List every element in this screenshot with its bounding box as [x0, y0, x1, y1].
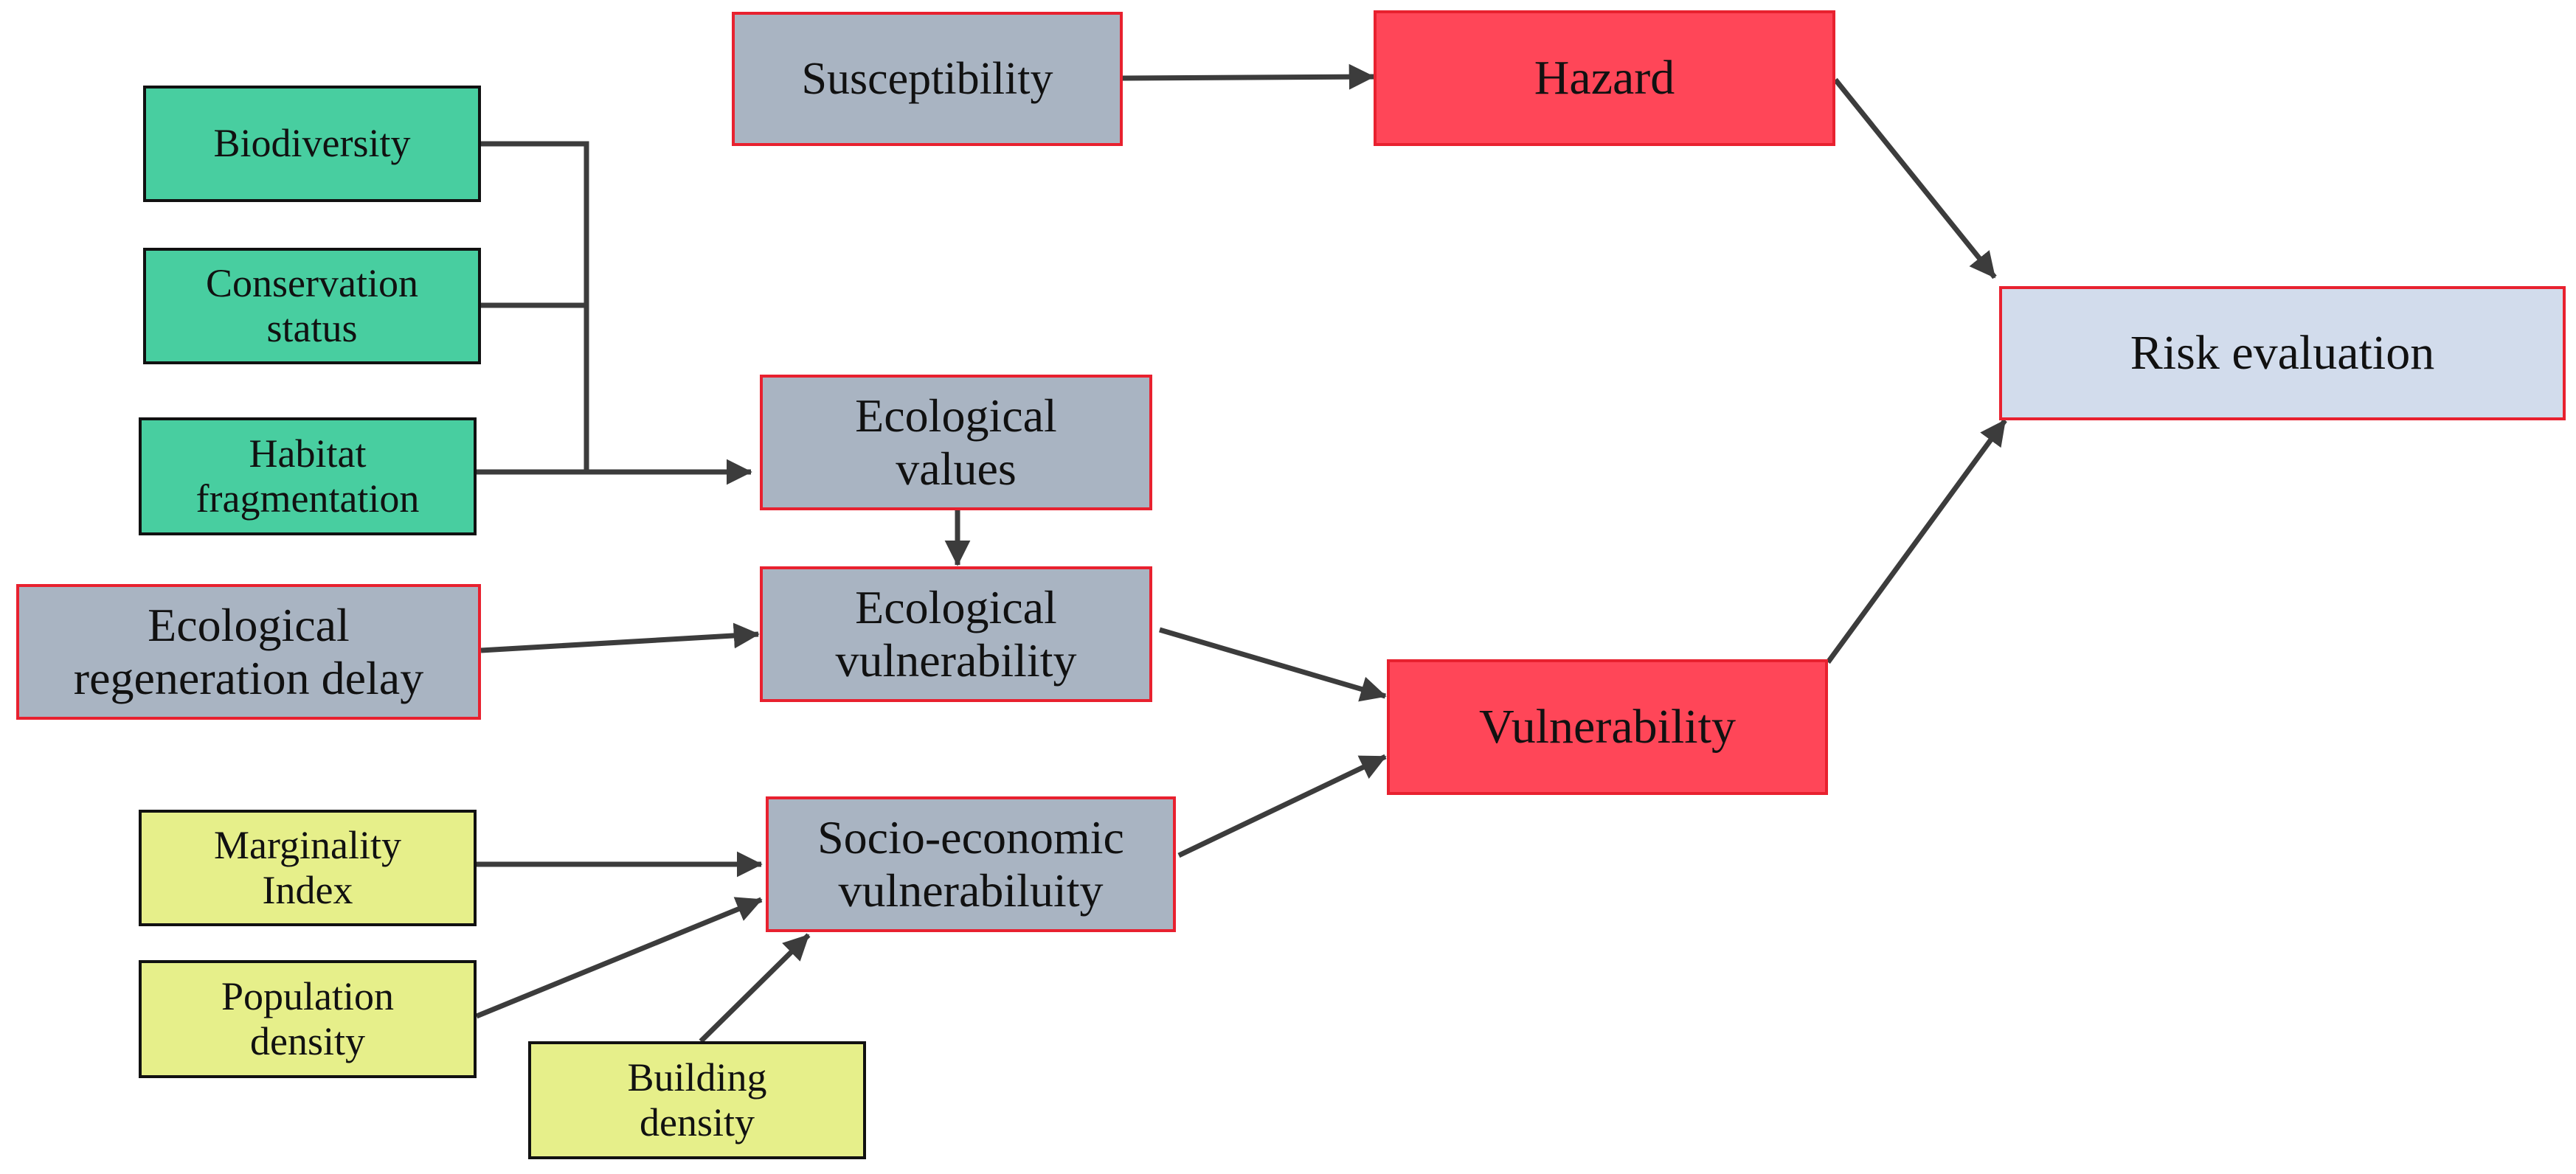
- node-vulnerability: Vulnerability: [1387, 659, 1828, 795]
- node-hazard: Hazard: [1374, 10, 1835, 146]
- edge-hazard-risk-evaluation: [1833, 77, 1997, 279]
- node-ecological-regeneration-delay: Ecological regeneration delay: [16, 584, 481, 720]
- edge-biodiversity-bracket: [481, 141, 589, 472]
- edge-building-density-socio-economic: [699, 933, 811, 1043]
- node-building-density: Building density: [528, 1041, 866, 1159]
- node-habitat-fragmentation: Habitat fragmentation: [139, 417, 477, 535]
- node-marginality-index: Marginality Index: [139, 810, 477, 926]
- node-susceptibility: Susceptibility: [732, 12, 1123, 146]
- node-ecological-values: Ecological values: [760, 375, 1152, 510]
- node-biodiversity: Biodiversity: [143, 86, 481, 202]
- node-socio-economic-vulnerability: Socio-economic vulnerabiluity: [766, 796, 1176, 932]
- edge-susceptibility-hazard: [1122, 63, 1375, 90]
- edge-vulnerability-risk-evaluation: [1826, 418, 2007, 664]
- edge-ecological-vulnerability-vulnerability: [1159, 627, 1387, 702]
- node-risk-evaluation: Risk evaluation: [1999, 286, 2566, 420]
- edge-population-density-socio-economic: [475, 897, 763, 1019]
- node-ecological-vulnerability: Ecological vulnerability: [760, 566, 1152, 702]
- node-population-density: Population density: [139, 960, 477, 1078]
- edge-regeneration-delay-ecological-vulnerability: [480, 622, 760, 653]
- edge-socio-economic-vulnerability-vulnerability: [1177, 754, 1387, 858]
- node-conservation-status: Conservation status: [143, 248, 481, 364]
